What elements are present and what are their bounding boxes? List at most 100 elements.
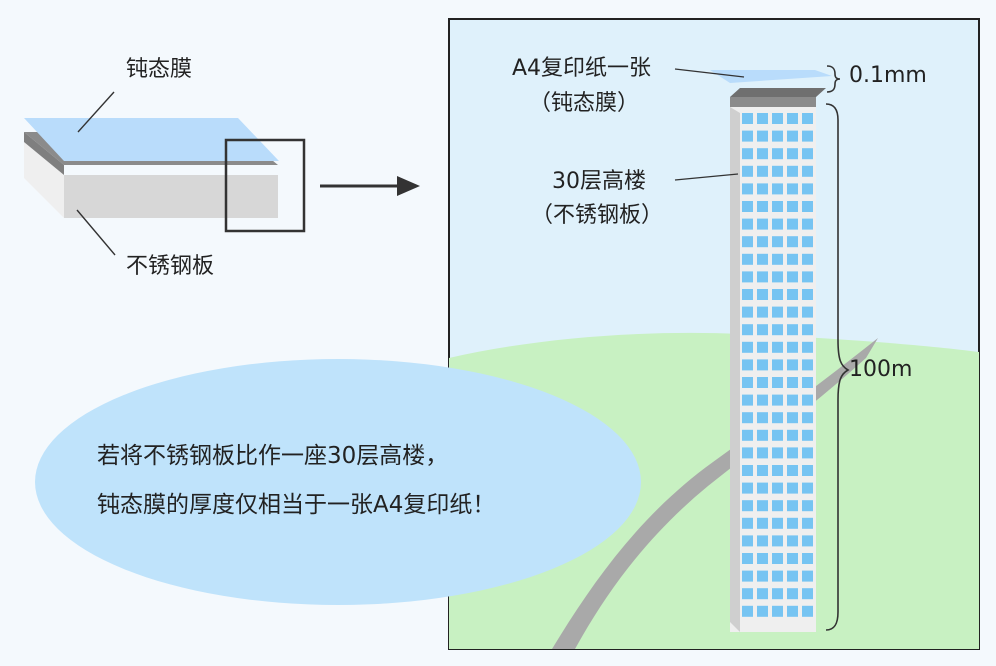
passive-film	[24, 118, 279, 161]
building-window	[742, 412, 753, 424]
building-window	[802, 412, 813, 424]
building-window	[787, 570, 798, 582]
building-window	[802, 429, 813, 441]
building-window	[802, 165, 813, 177]
building-window	[802, 236, 813, 248]
building-window	[772, 130, 783, 142]
building-window	[772, 447, 783, 459]
building-window	[787, 553, 798, 564]
building-window	[772, 377, 783, 388]
building	[730, 88, 826, 632]
building-window	[787, 218, 798, 230]
building-window	[742, 201, 753, 212]
building-window	[757, 218, 768, 230]
building-window	[742, 218, 753, 230]
building-window	[787, 465, 798, 476]
building-window	[757, 130, 768, 142]
building-window	[757, 183, 768, 195]
zoom-box	[224, 138, 306, 233]
building-window	[772, 218, 783, 230]
comparison-line-1: 若将不锈钢板比作一座30层高楼，	[97, 443, 449, 469]
building-window	[757, 517, 768, 529]
building-window	[742, 429, 753, 441]
height-brace	[825, 103, 850, 631]
building-window	[757, 535, 768, 547]
building-window	[772, 148, 783, 160]
building-window	[772, 183, 783, 195]
building-window	[802, 588, 813, 600]
building-window	[802, 253, 813, 265]
building-window	[802, 605, 813, 617]
building-window	[742, 130, 753, 142]
building-window	[802, 500, 813, 512]
building-window	[742, 236, 753, 248]
building-window	[802, 289, 813, 300]
building-window	[757, 165, 768, 177]
paper-sub-label: （钝态膜）	[528, 91, 639, 116]
building-window	[787, 253, 798, 265]
building-window	[802, 324, 813, 336]
building-window	[802, 447, 813, 459]
building-window	[757, 324, 768, 336]
building-window	[787, 165, 798, 177]
building-window	[772, 429, 783, 441]
building-window	[802, 183, 813, 195]
building-window	[802, 113, 813, 124]
building-window	[787, 394, 798, 406]
building-window	[772, 113, 783, 124]
building-window	[742, 553, 753, 564]
building-window	[772, 482, 783, 494]
building-window	[772, 341, 783, 353]
building-window	[742, 465, 753, 476]
building-window	[772, 588, 783, 600]
building-window	[772, 236, 783, 248]
building-window	[742, 341, 753, 353]
plate-front	[64, 175, 278, 218]
film-pointer-line	[77, 91, 115, 133]
plate-pointer-line	[76, 209, 116, 256]
building-window	[802, 341, 813, 353]
building-pointer-line	[674, 173, 739, 181]
building-window	[802, 394, 813, 406]
building-window	[757, 236, 768, 248]
building-window	[787, 183, 798, 195]
building-window	[772, 517, 783, 529]
building-window	[772, 165, 783, 177]
building-window	[742, 500, 753, 512]
building-window	[787, 605, 798, 617]
building-window	[802, 517, 813, 529]
building-window	[757, 148, 768, 160]
building-window	[787, 500, 798, 512]
building-window	[787, 201, 798, 212]
building-window	[802, 359, 813, 371]
building-window	[757, 394, 768, 406]
film-label: 钝态膜	[126, 57, 193, 82]
building-window	[742, 113, 753, 124]
building-window	[802, 148, 813, 160]
building-window	[742, 605, 753, 617]
building-window	[742, 359, 753, 371]
building-window	[802, 465, 813, 476]
building-window	[742, 447, 753, 459]
building-window	[772, 306, 783, 318]
building-window	[802, 130, 813, 142]
thickness-label: 0.1mm	[849, 63, 927, 88]
building-window	[787, 130, 798, 142]
building-window	[772, 271, 783, 283]
building-window	[742, 306, 753, 318]
left-cross-section	[24, 91, 306, 256]
building-window	[787, 429, 798, 441]
building-window	[787, 588, 798, 600]
building-window	[772, 535, 783, 547]
building-window	[772, 394, 783, 406]
building-window	[787, 482, 798, 494]
building-window	[787, 517, 798, 529]
plate-label: 不锈钢板	[126, 254, 215, 279]
building-window	[757, 341, 768, 353]
building-window	[757, 500, 768, 512]
building-window	[787, 359, 798, 371]
building-window	[787, 236, 798, 248]
building-window	[742, 377, 753, 388]
building-window	[757, 271, 768, 283]
